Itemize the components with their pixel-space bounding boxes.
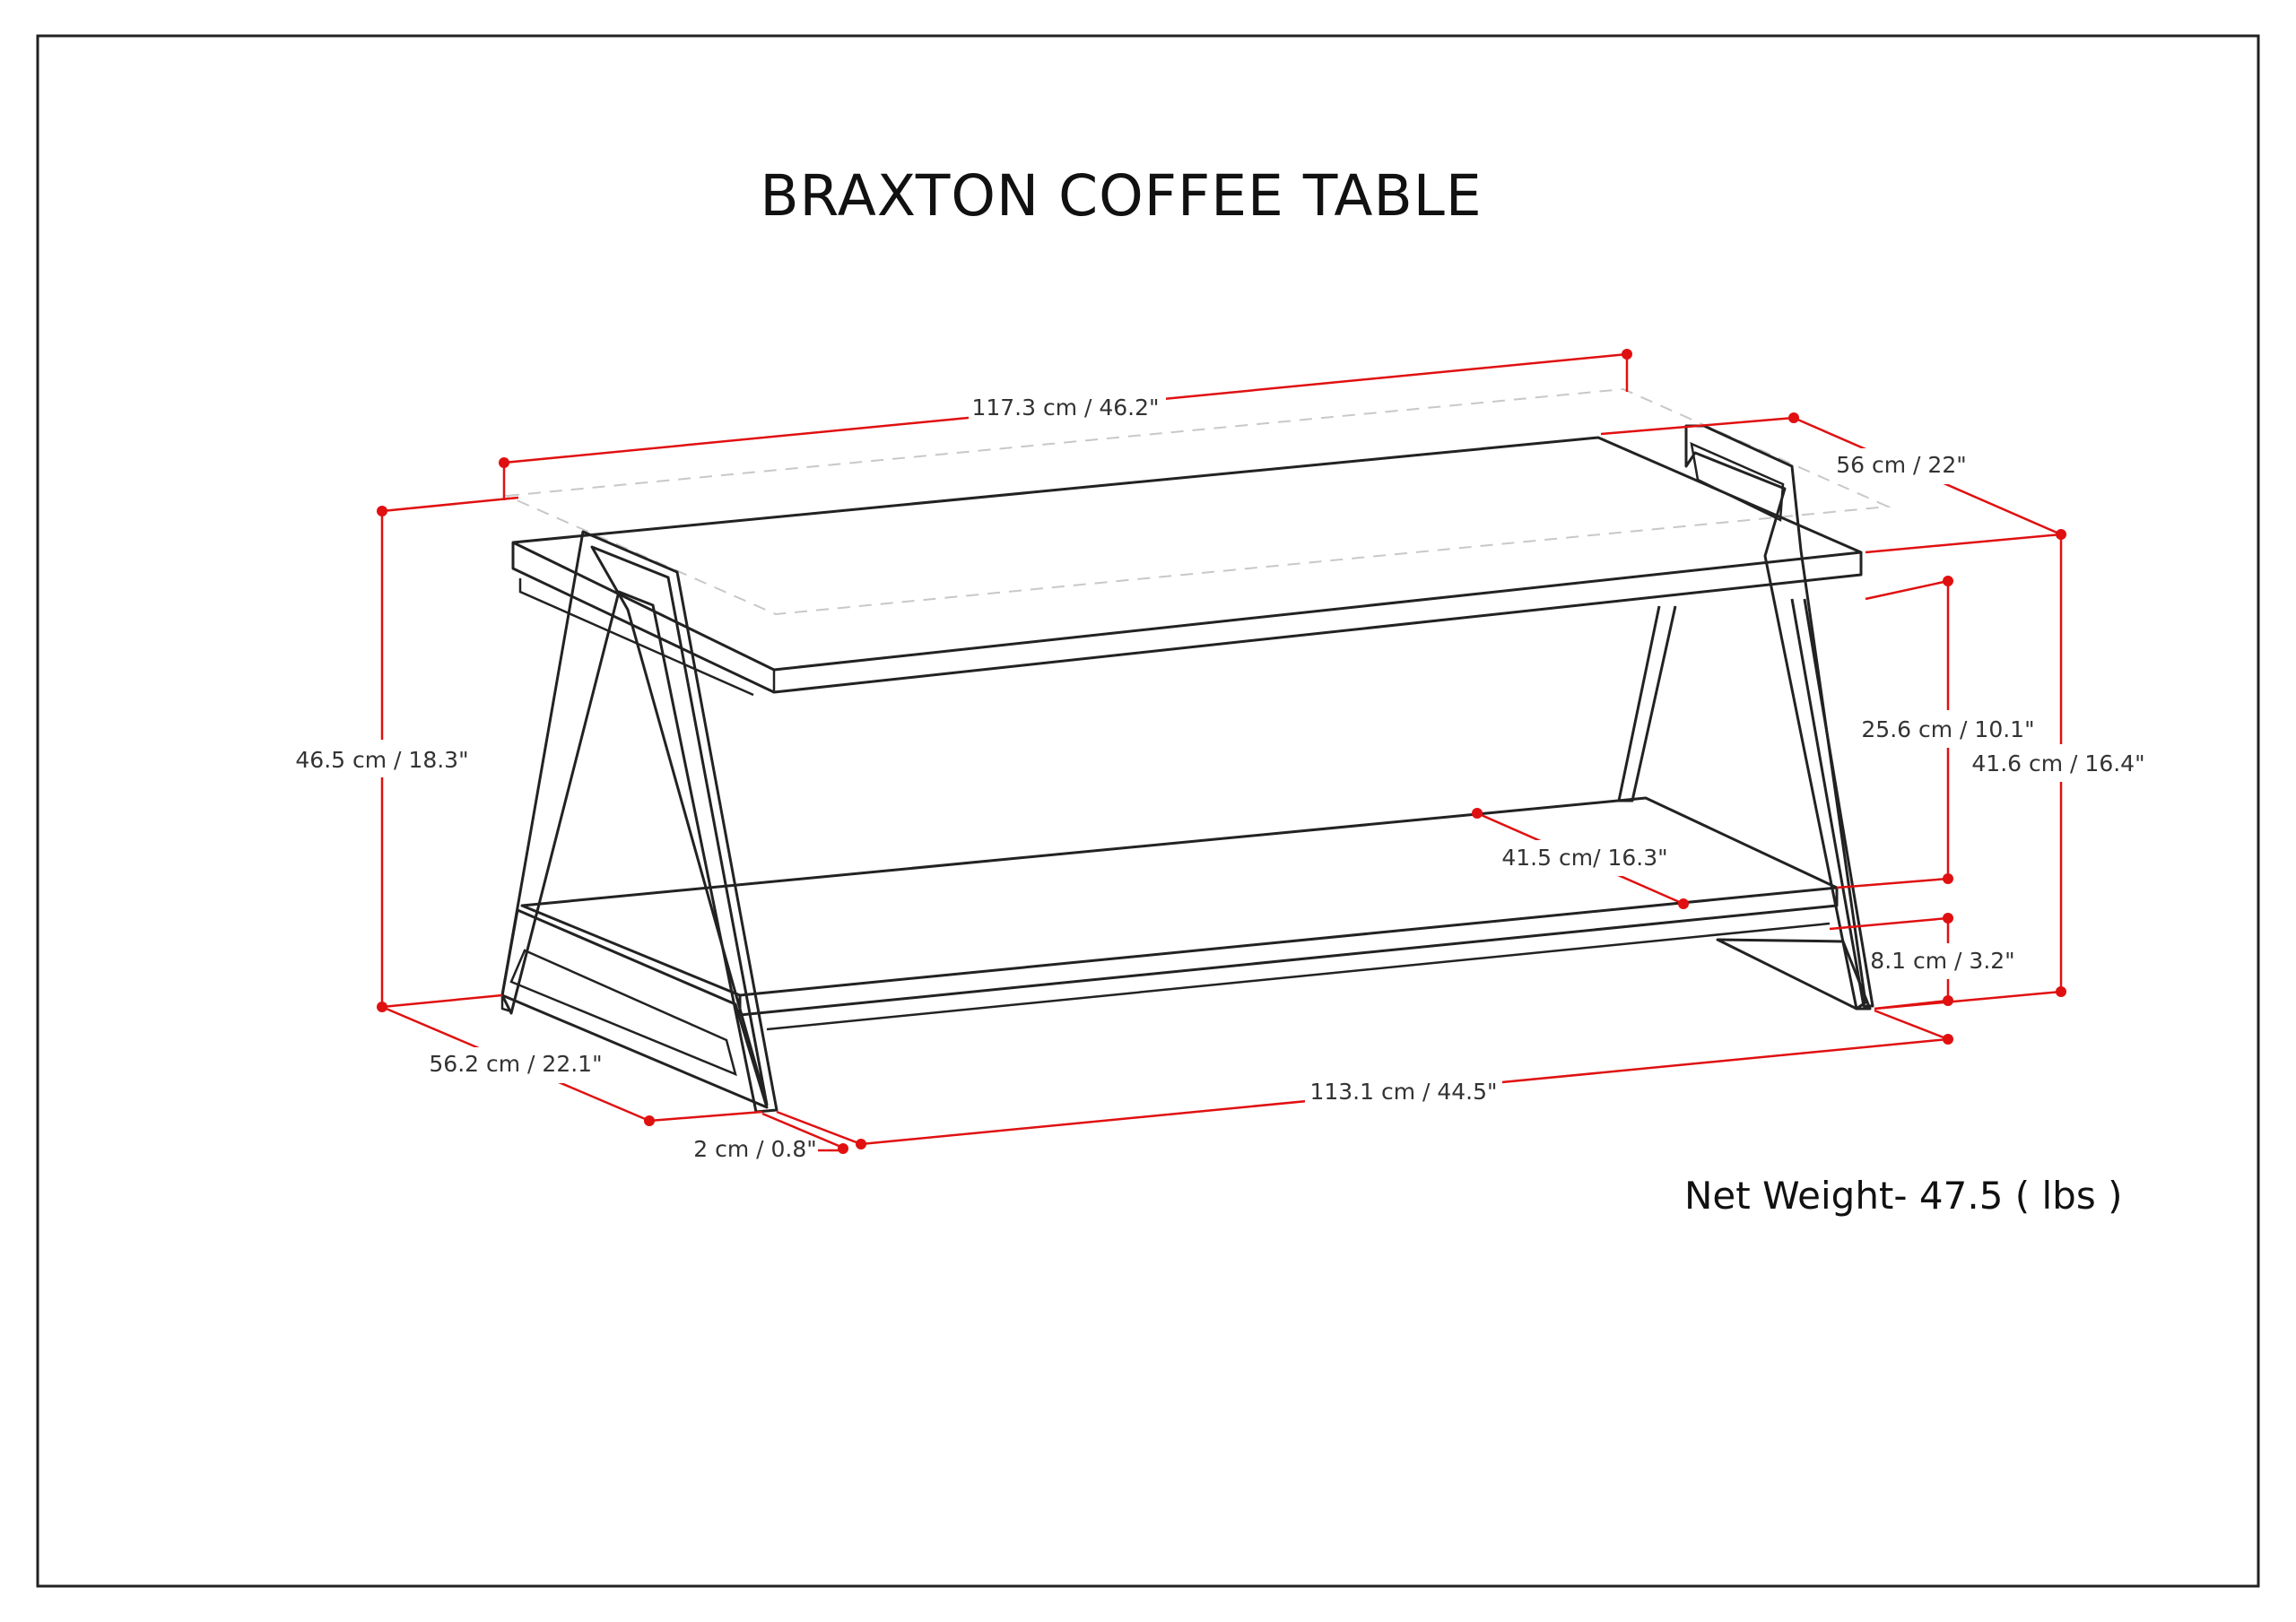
dim-shelf-height: 8.1 cm / 3.2" — [1870, 948, 2014, 974]
dim-right-height: 41.6 cm / 16.4" — [1971, 750, 2144, 776]
tabletop-surface — [511, 436, 1863, 672]
right-back-leg — [1617, 605, 1677, 802]
top-footprint-outline — [503, 387, 1892, 616]
right-front-leg — [1790, 598, 1874, 1008]
tabletop-front-edge — [511, 542, 1863, 694]
dim-leg-width: 2 cm / 0.8" — [693, 1136, 817, 1162]
right-base-rail — [1716, 938, 1872, 1010]
dim-shelf-depth: 41.5 cm/ 16.3" — [1501, 845, 1667, 871]
right-a-frame-inner — [1690, 441, 1785, 522]
tabletop-underside — [518, 578, 754, 697]
dim-overall-height: 46.5 cm / 18.3" — [295, 747, 468, 773]
net-weight-label: Net Weight- 47.5 ( lbs ) — [1684, 1174, 2122, 1218]
dimension-lines: 117.3 cm / 46.2" 56 cm / 22" 46.5 cm / 1… — [295, 349, 2145, 1162]
page-border — [36, 34, 2260, 1588]
left-a-frame-outer — [500, 530, 778, 1114]
left-base-rail-inner — [509, 949, 737, 1077]
left-base-rail — [500, 908, 769, 1109]
dim-top-depth: 56 cm / 22" — [1836, 452, 1966, 478]
dim-base-length: 113.1 cm / 44.5" — [1309, 1079, 1497, 1105]
coffee-table-illustration — [500, 387, 1892, 1114]
right-a-frame-outer — [1684, 424, 1867, 1010]
diagram-title: BRAXTON COFFEE TABLE — [760, 163, 1482, 229]
dim-shelf-clearance: 25.6 cm / 10.1" — [1861, 716, 2034, 742]
lower-shelf-surface — [520, 796, 1839, 997]
lower-shelf-underside — [766, 922, 1831, 1031]
dim-base-depth: 56.2 cm / 22.1" — [429, 1051, 602, 1077]
lower-shelf-front-edge — [738, 888, 1839, 1017]
dim-top-length: 117.3 cm / 46.2" — [971, 395, 1159, 421]
left-foot — [500, 995, 512, 1013]
